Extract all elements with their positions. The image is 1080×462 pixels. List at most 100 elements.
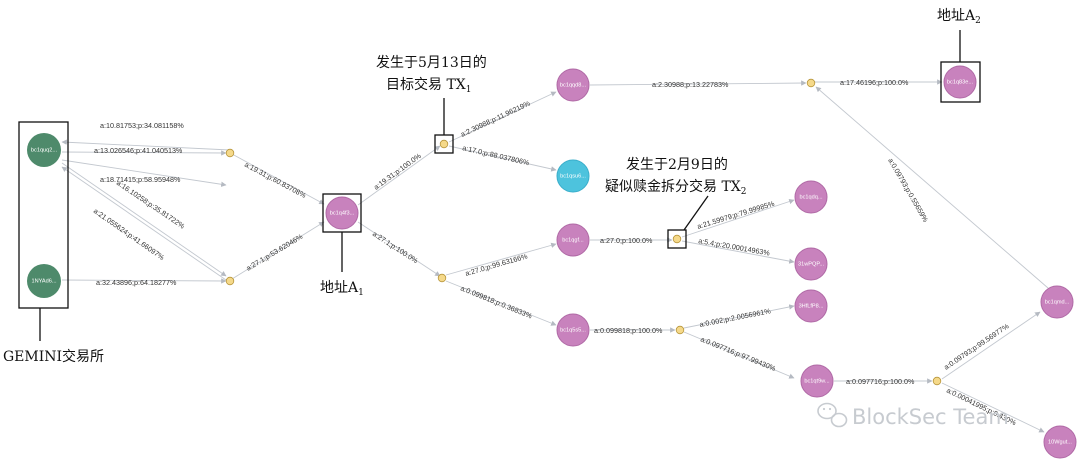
edge-label: a:21.055624;p:41.66097% <box>92 206 167 262</box>
node-label: 31wPQP... <box>798 261 824 267</box>
tx2-box <box>667 229 687 249</box>
a1-label-sub: 1 <box>358 288 364 298</box>
edge-line <box>61 150 227 156</box>
a2-label: 地址A2 <box>937 8 981 26</box>
address-node[interactable]: 3HfLfP8... <box>794 289 828 323</box>
edge-label: a:0.002;p:2.0056961% <box>699 306 772 329</box>
address-node[interactable]: 10Wgut... <box>1043 425 1077 459</box>
edge-line <box>941 311 1041 380</box>
tx-node-tx1[interactable] <box>439 139 449 149</box>
address-node[interactable]: bc1qt9w... <box>800 364 834 398</box>
edge-line <box>683 331 795 379</box>
edge-label: a:0.097716;p:97.99430% <box>699 335 777 374</box>
tx-node[interactable] <box>932 376 942 386</box>
address-node[interactable]: 31wPQP... <box>794 247 828 281</box>
tx2-label-line2: 疑似赎金拆分交易 TX2 <box>605 178 747 197</box>
edge-label: a:0.099818;p:100.0% <box>594 326 663 335</box>
node-circle <box>794 180 828 214</box>
a2-label-main: 地址A <box>937 8 976 24</box>
tx1-label-line2: 目标交易 TX1 <box>386 76 472 95</box>
edge-line <box>357 145 441 206</box>
node-circle <box>1043 425 1077 459</box>
tx1-label-main: 目标交易 TX <box>386 76 466 93</box>
node-label: bc1q4f3... <box>330 210 355 216</box>
node-label: bc1q5s5... <box>560 327 586 333</box>
node-label: bc1qsu6... <box>560 173 586 179</box>
edge-label: a:19.31;p:60.83708% <box>243 160 308 200</box>
node-circle <box>556 313 590 347</box>
wechat-icon <box>817 402 848 428</box>
edge-line <box>357 221 441 277</box>
transaction-nodes <box>225 78 942 386</box>
node-circle <box>27 264 61 298</box>
node-circle <box>794 289 828 323</box>
edge-label: a:16.10258;p:35.81722% <box>115 178 187 231</box>
address-node-a2[interactable]: bc1q83e... <box>943 65 977 99</box>
address-node[interactable]: bc1qqd8... <box>556 68 590 102</box>
edge-label: a:2.30988;p:11.96219% <box>459 98 532 138</box>
tx1-label-sub: 1 <box>466 85 472 95</box>
edge-line <box>61 139 231 151</box>
node-label: bc1qgf... <box>562 237 584 243</box>
address-node[interactable]: bc1qdq... <box>794 180 828 214</box>
edge-label: a:27.1;p:100.0% <box>371 229 420 265</box>
tx-node[interactable] <box>225 276 235 286</box>
edge-label: a:19.31;p:100.0% <box>372 151 423 192</box>
node-label: 1NYAd6... <box>31 278 57 284</box>
edge-line <box>445 280 557 326</box>
tx-node-tx2[interactable] <box>672 234 682 244</box>
node-label: bc1qt9w... <box>804 378 830 384</box>
edge-line <box>61 278 227 284</box>
address-node[interactable]: bc1qmd... <box>1040 285 1074 319</box>
edge-label: a:0.09793;p:99.56977% <box>942 321 1011 371</box>
edge-line <box>448 145 557 172</box>
address-node[interactable]: bc1q5s5... <box>556 313 590 347</box>
gemini-label: GEMINI交易所 <box>3 348 104 365</box>
node-label: bc1qqd8... <box>560 82 587 88</box>
a1-label: 地址A1 <box>320 280 364 298</box>
edge-label: a:27.1;p:53.62046% <box>244 232 304 273</box>
tx-node[interactable] <box>806 78 816 88</box>
a2-label-sub: 2 <box>975 16 981 26</box>
edge-line <box>231 153 325 205</box>
address-node-gemini-1[interactable]: bc1quq2... <box>27 133 61 167</box>
edge-label: a:2.30988;p:13.22783% <box>652 80 729 89</box>
edge-line <box>681 198 795 238</box>
edge-line <box>231 221 325 280</box>
tx1-label-line1: 发生于5月13日的 <box>376 55 487 71</box>
node-circle <box>27 133 61 167</box>
address-node-gemini-2[interactable]: 1NYAd6... <box>27 264 61 298</box>
tx-node[interactable] <box>225 148 235 158</box>
edge-label: a:27.0;p:99.63166% <box>464 251 529 278</box>
tx-node[interactable] <box>437 273 447 283</box>
tx2-label-line1: 发生于2月9日的 <box>626 157 728 173</box>
edges <box>61 79 1049 433</box>
gemini-box <box>18 121 69 309</box>
edge-line <box>61 159 227 187</box>
node-label: bc1quq2... <box>31 147 58 153</box>
node-label: 3HfLfP8... <box>799 303 824 309</box>
edge-label: a:18.71415;p:58.95948% <box>100 175 181 184</box>
callout-line <box>683 195 709 231</box>
address-node-highlight[interactable]: bc1qsu6... <box>556 159 590 193</box>
address-node[interactable]: bc1qgf... <box>556 223 590 257</box>
edge-label: a:21.59979;p:79.99985% <box>696 199 776 231</box>
node-circle <box>794 247 828 281</box>
a1-label-main: 地址A <box>320 280 359 296</box>
node-circle <box>325 196 359 230</box>
node-circle <box>556 159 590 193</box>
edge-line <box>589 80 807 86</box>
node-circle <box>556 68 590 102</box>
tx-node[interactable] <box>675 325 685 335</box>
node-label: 10Wgut... <box>1048 439 1072 445</box>
watermark: BlockSec Team <box>817 402 1009 429</box>
address-node-a1[interactable]: bc1q4f3... <box>325 196 359 230</box>
edge-label: a:32.43896;p:64.18277% <box>96 278 177 287</box>
node-circle <box>1040 285 1074 319</box>
edge-line <box>61 166 227 281</box>
edge-label: a:13.026546;p:41.040513% <box>94 146 183 155</box>
edge-line <box>815 86 1049 289</box>
edge-label: a:17.46196;p:100.0% <box>840 78 909 87</box>
edge-label: a:17.0;p:88.037806% <box>462 143 531 167</box>
edge-line <box>61 162 227 277</box>
